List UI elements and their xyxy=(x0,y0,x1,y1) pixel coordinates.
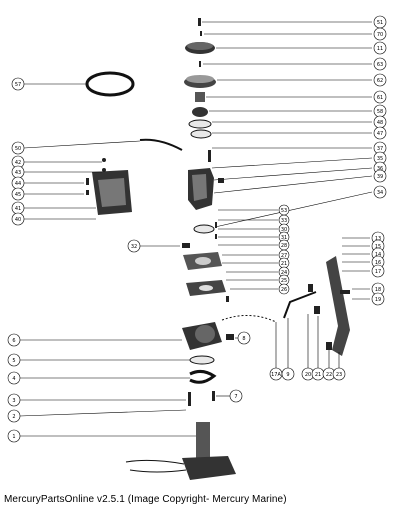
callout-2: 2 xyxy=(12,414,15,420)
callout-3: 3 xyxy=(12,398,15,404)
callout-58: 58 xyxy=(377,109,383,115)
part-grille-disc-11 xyxy=(185,42,372,54)
part-cable-50 xyxy=(23,138,183,151)
callout-4: 4 xyxy=(12,376,15,382)
callout-21: 21 xyxy=(281,261,287,267)
part-ring-34 xyxy=(193,191,373,234)
callout-62: 62 xyxy=(377,78,383,84)
callout-34: 34 xyxy=(377,190,383,196)
part-plate-27 xyxy=(183,252,278,270)
callout-24: 24 xyxy=(281,270,287,276)
callout-35: 35 xyxy=(377,156,383,162)
callout-42: 42 xyxy=(15,160,21,166)
callout-9: 9 xyxy=(286,372,289,378)
callout-21b: 21 xyxy=(315,372,321,378)
part-fitting-8 xyxy=(226,334,238,340)
callout-26: 26 xyxy=(281,287,287,293)
callouts-bottom-left: 6 5 4 3 2 1 xyxy=(7,333,21,443)
part-pump-6 xyxy=(20,322,222,350)
part-screw-26 xyxy=(226,288,278,302)
callout-30: 30 xyxy=(281,227,287,233)
callouts-bottom-mid: 32 8 7 xyxy=(127,239,251,403)
part-ring-48 xyxy=(188,119,372,129)
callout-27: 27 xyxy=(281,253,287,259)
callout-22: 22 xyxy=(326,372,332,378)
callout-51: 51 xyxy=(377,20,383,26)
callout-53: 53 xyxy=(281,208,287,214)
part-bushing-58 xyxy=(192,107,372,117)
callout-19: 19 xyxy=(375,297,381,303)
callout-17: 17 xyxy=(375,269,381,275)
callouts-upper-mid: 53 xyxy=(218,204,290,216)
callout-37: 37 xyxy=(377,146,383,152)
part-ring-5 xyxy=(20,355,215,365)
part-base-1 xyxy=(20,422,236,480)
image-caption: MercuryPartsOnline v2.5.1 (Image Copyrig… xyxy=(4,494,287,505)
part-screw-51 xyxy=(198,18,372,26)
callout-11: 11 xyxy=(377,46,383,52)
callout-8: 8 xyxy=(242,336,245,342)
callout-41: 41 xyxy=(15,206,21,212)
callout-17a: 17A xyxy=(271,372,281,378)
callout-31: 31 xyxy=(281,235,287,241)
callouts-right-column: 51 70 11 63 62 61 58 48 47 37 35 36 39 3… xyxy=(373,15,387,199)
callout-50: 50 xyxy=(15,146,21,152)
callout-48: 48 xyxy=(377,120,383,126)
part-rod-37 xyxy=(208,147,372,162)
callout-7: 7 xyxy=(234,394,237,400)
part-clamp-4 xyxy=(20,369,217,384)
callout-40: 40 xyxy=(15,217,21,223)
callout-6: 6 xyxy=(12,338,15,344)
callouts-mid-column: 33 30 31 28 27 21 24 25 26 xyxy=(278,214,290,295)
callout-45: 45 xyxy=(15,192,21,198)
callouts-linkage-right: 13 15 14 16 17 18 19 xyxy=(371,231,385,306)
callout-63: 63 xyxy=(377,62,383,68)
callouts-left-column: 57 50 42 43 44 45 41 40 xyxy=(11,77,25,226)
part-block-41 xyxy=(24,170,132,220)
callout-43: 43 xyxy=(15,170,21,176)
callout-47: 47 xyxy=(377,131,383,137)
part-screw-2 xyxy=(19,409,187,417)
callout-15: 15 xyxy=(375,244,381,250)
part-housing-35 xyxy=(188,157,373,210)
part-bolt-3 xyxy=(20,392,191,406)
callouts-linkage-bottom: 17A 9 20 21 22 23 xyxy=(269,314,346,381)
callout-25: 25 xyxy=(281,278,287,284)
part-cap-62 xyxy=(184,75,372,88)
callout-44: 44 xyxy=(15,181,21,187)
part-pin-63 xyxy=(199,61,372,67)
part-pin-70 xyxy=(200,31,372,36)
part-belt-57 xyxy=(24,71,135,97)
callout-70: 70 xyxy=(377,32,383,38)
callout-20: 20 xyxy=(305,372,311,378)
callout-61: 61 xyxy=(377,95,383,101)
callout-16: 16 xyxy=(375,260,381,266)
callout-33: 33 xyxy=(281,218,287,224)
part-small-parts-42-45 xyxy=(24,158,106,195)
callout-39: 39 xyxy=(377,174,383,180)
part-linkage-arm xyxy=(308,237,370,356)
part-ring-47 xyxy=(190,129,372,139)
callout-28: 28 xyxy=(281,243,287,249)
callout-57: 57 xyxy=(15,82,21,88)
part-pin-33 xyxy=(140,243,190,248)
callout-1: 1 xyxy=(12,434,15,440)
part-spring-61 xyxy=(195,92,372,102)
callout-36: 36 xyxy=(377,166,383,172)
exploded-parts-diagram: 51 70 11 63 62 61 58 48 47 37 35 36 39 3… xyxy=(7,15,387,480)
callout-5: 5 xyxy=(12,358,15,364)
callout-32: 32 xyxy=(131,244,137,250)
callout-14: 14 xyxy=(375,252,381,258)
part-pin-7 xyxy=(212,391,230,401)
callout-13: 13 xyxy=(375,236,381,242)
part-rod-linkage xyxy=(283,291,332,350)
part-hose-32 xyxy=(221,315,277,323)
part-screws-30-31 xyxy=(215,219,278,246)
callout-23: 23 xyxy=(336,372,342,378)
part-bolt-36 xyxy=(218,178,224,183)
part-bracket-24 xyxy=(186,271,278,296)
callout-18: 18 xyxy=(375,287,381,293)
